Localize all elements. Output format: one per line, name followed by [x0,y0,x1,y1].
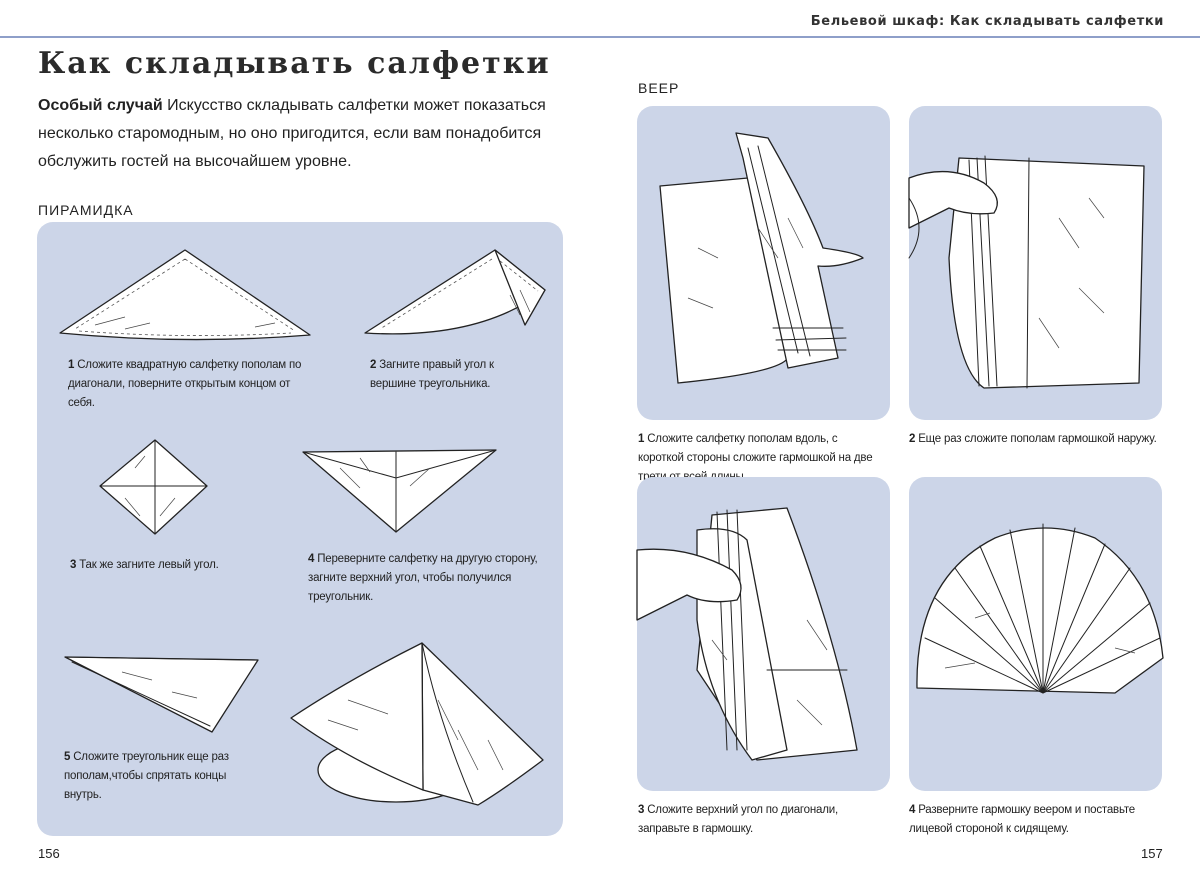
fan-step3-text: Сложите верхний угол по диагонали, запра… [638,804,838,835]
pyramid-step5-text: Сложите треугольник еще раз пополам,чтоб… [64,751,229,801]
fan-step2-number: 2 [909,433,916,445]
intro-paragraph: Особый случай Искусство складывать салфе… [38,92,566,176]
running-head: Бельевой шкаф: Как складывать салфетки [810,14,1164,29]
fan-step4-text: Разверните гармошку веером и поставьте л… [909,804,1135,835]
page-title: Как складывать салфетки [38,46,551,81]
fan-step3-caption: 3 Сложите верхний угол по диагонали, зап… [638,801,888,839]
fan-step2-illustration [908,155,1145,389]
pyramid-step2-text: Загните правый угол к вершине треугольни… [370,359,494,390]
pyramid-step4-text: Переверните салфетку на другую сторону, … [308,553,538,603]
fan-step4-number: 4 [909,804,916,816]
fan-step1-number: 1 [638,433,645,445]
pyramid-step3-caption: 3 Так же загните левый угол. [70,556,270,575]
pyramid-section-label: ПИРАМИДКА [38,202,134,218]
pyramid-step1-illustration [59,249,311,341]
fan-section-label: ВЕЕР [638,80,680,96]
fan-step2-caption: 2 Еще раз сложите пополам гармошкой нару… [909,430,1169,449]
fan-step2-text: Еще раз сложите пополам гармошкой наружу… [915,433,1157,445]
pyramid-step2-number: 2 [370,359,377,371]
intro-text: Искусство складывать салфетки может пока… [38,97,546,170]
pyramid-step3-number: 3 [70,559,77,571]
page-number-right: 157 [1141,846,1163,861]
pyramid-step5-number: 5 [64,751,71,763]
fan-step4-caption: 4 Разверните гармошку веером и поставьте… [909,801,1169,839]
pyramid-step5-caption: 5 Сложите треугольник еще раз пополам,чт… [64,748,234,805]
pyramid-step1-text: Сложите квадратную салфетку пополам по д… [68,359,302,409]
pyramid-step3-illustration [99,439,208,535]
pyramid-step1-number: 1 [68,359,75,371]
header-rule [0,36,1200,38]
fan-step3-number: 3 [638,804,645,816]
fan-step3-illustration [636,507,858,761]
pyramid-step4-number: 4 [308,553,315,565]
page-number-left: 156 [38,846,60,861]
pyramid-final-illustration [290,642,544,806]
pyramid-step4-illustration [302,449,497,533]
pyramid-step2-illustration [364,249,546,335]
fan-step1-text: Сложите салфетку пополам вдоль, с коротк… [638,433,873,483]
pyramid-step2-caption: 2 Загните правый угол к вершине треуголь… [370,356,540,394]
pyramid-step3-text: Так же загните левый угол. [76,559,219,571]
intro-lead: Особый случай [38,97,163,114]
pyramid-step4-caption: 4 Переверните салфетку на другую сторону… [308,550,538,607]
pyramid-step5-illustration [64,656,259,733]
fan-step1-illustration [659,132,864,384]
fan-step4-illustration [916,523,1164,694]
pyramid-step1-caption: 1 Сложите квадратную салфетку пополам по… [68,356,308,413]
